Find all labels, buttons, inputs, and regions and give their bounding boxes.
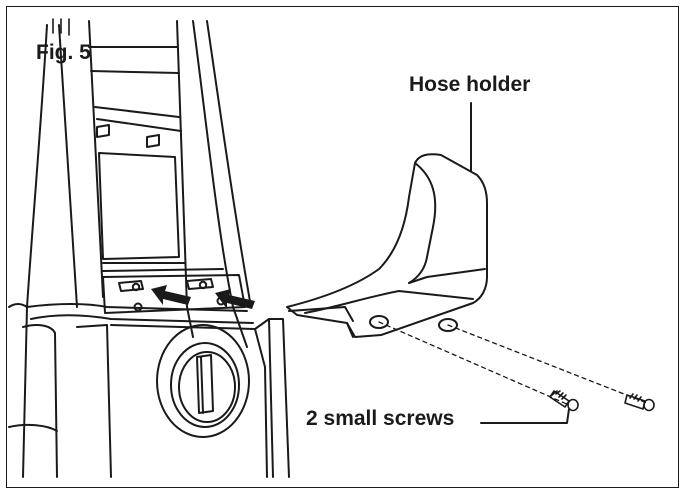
hose-holder-part xyxy=(286,153,488,338)
figure-frame: Fig. 5 Hose holder 2 small screws xyxy=(6,6,679,488)
screw-left-icon xyxy=(549,390,579,412)
assembly-guides xyxy=(378,321,648,406)
screws-leader xyxy=(480,408,570,424)
direction-arrows xyxy=(151,285,255,309)
assembly-illustration xyxy=(8,18,655,478)
arrow-left-icon xyxy=(151,285,191,305)
leader-lines xyxy=(470,102,570,424)
pressure-washer-body xyxy=(8,18,290,478)
arrow-right-icon xyxy=(215,289,255,309)
screw-right-icon xyxy=(624,393,655,412)
figure-label: Fig. 5 xyxy=(36,41,91,64)
screws-label: 2 small screws xyxy=(306,407,455,430)
hose-holder-label: Hose holder xyxy=(409,73,531,96)
screws xyxy=(549,390,655,412)
